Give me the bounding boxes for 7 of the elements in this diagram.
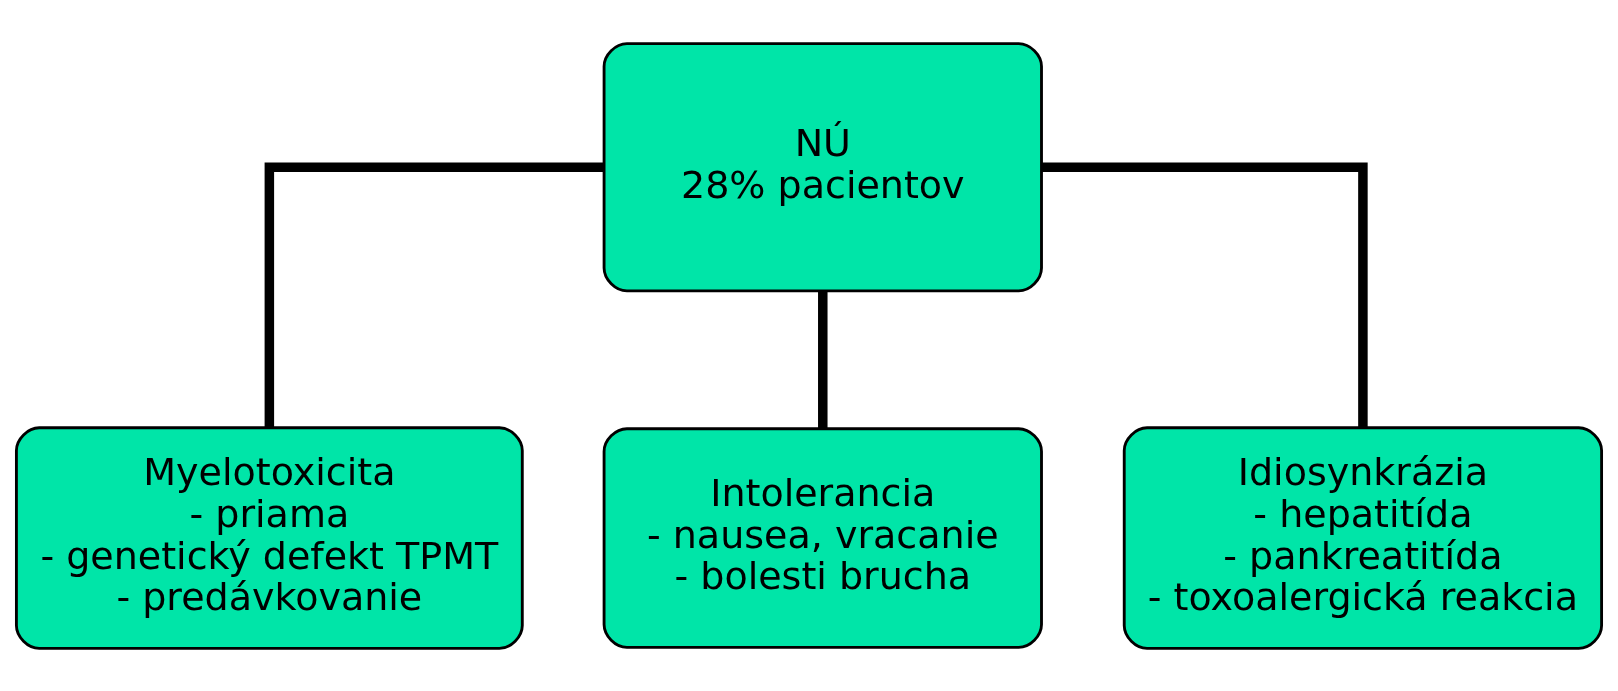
node-box: Intolerancia - nausea, vracanie - bolesti brucha [602,426,1043,649]
node-box: Myelotoxicita - priama - genetický defekt TPMT - predávkovanie [15,425,524,650]
connector [1041,161,1368,427]
connector [818,290,828,428]
node-box: Idiosynkrázia - hepatitída - pankreatitída - toxoalergická reakcia [1122,425,1603,650]
connector [264,161,605,427]
node-box: NÚ 28% pacientov [602,41,1043,292]
